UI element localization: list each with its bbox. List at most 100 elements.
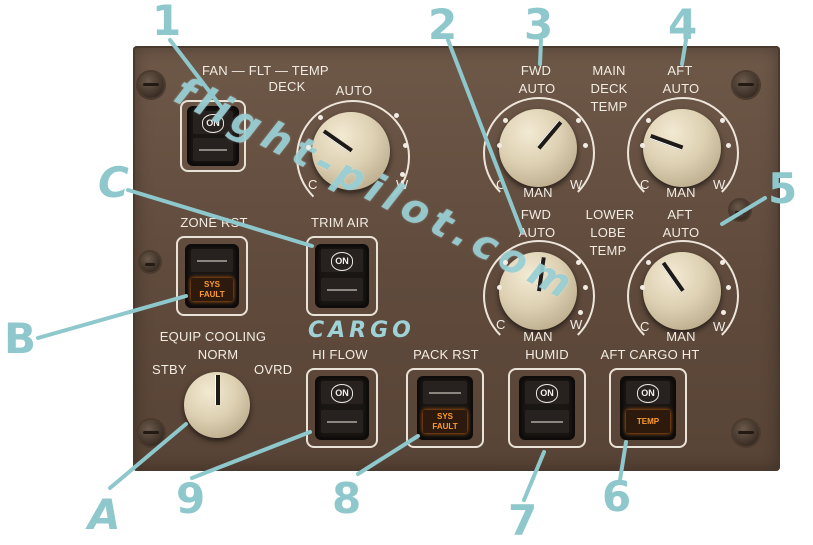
main-deck-deck-label: DECK [590,81,628,96]
scale-tick-dot [394,113,399,118]
scale-tick-dot [640,143,645,148]
flt-deck-temp-knob[interactable] [312,112,390,190]
main-deck-temp-label: TEMP [590,99,628,114]
main-deck-fwd-auto-label: AUTO [518,81,556,96]
trim-air-label: TRIM AIR [311,215,369,230]
main-aft-c-label: C [640,177,650,192]
main-deck-fwd-knob[interactable] [499,109,577,187]
annotation-b: B [4,314,37,363]
equip-cooling-selector-knob[interactable] [184,372,250,438]
main-deck-aft-knob[interactable] [643,109,721,187]
scale-tick-dot [726,143,731,148]
lower-lobe-aft-auto-label: AUTO [662,225,700,240]
equip-cooling-label: EQUIP COOLING [159,329,267,344]
scale-tick-dot [721,310,726,315]
lower-fwd-c-label: C [496,317,506,332]
lower-aft-man-label: MAN [666,329,696,344]
scale-tick-dot [578,310,583,315]
flt-deck-fan-switch[interactable]: ON [180,100,246,172]
lower-aft-scale-arc [627,240,739,352]
screw-top-left [138,72,164,98]
scale-tick-dot [646,260,651,265]
lower-lobe-aft-knob[interactable] [643,252,721,330]
scale-tick-dot [720,118,725,123]
humid-switch[interactable]: ON [508,368,586,448]
flt-deck-label: DECK [268,79,306,94]
main-fwd-w-label: W [570,177,583,192]
scale-tick-dot [583,285,588,290]
lower-lobe-fwd-label: FWD [520,207,552,222]
lower-fwd-w-label: W [570,317,583,332]
scale-tick-dot [306,145,311,150]
on-indicator: ON [331,252,353,271]
screw-mid-left [140,252,160,272]
annotation-4: 4 [668,0,698,49]
scale-tick-dot [497,143,502,148]
annotation-8: 8 [332,474,362,523]
scale-tick-dot [576,118,581,123]
scale-tick-dot [497,285,502,290]
annotation-7: 7 [508,496,538,545]
flt-deck-scale-arc [296,100,410,214]
scale-tick-dot [503,260,508,265]
aft-cargo-ht-switch[interactable]: ON TEMP [609,368,687,448]
main-fwd-c-label: C [496,177,506,192]
lower-fwd-scale-arc [483,240,595,352]
annotation-6: 6 [602,472,632,521]
main-fwd-man-label: MAN [523,185,553,200]
trim-air-switch[interactable]: ON [306,236,378,316]
scale-tick-dot [403,143,408,148]
aft-cargo-ht-temp-light: TEMP [626,410,670,433]
main-deck-main-label: MAIN [592,63,626,78]
scale-tick-dot [720,260,725,265]
on-indicator: ON [637,384,659,403]
main-fwd-scale-arc [483,97,595,209]
flt-deck-auto-label: AUTO [335,83,373,98]
equip-cooling-stby-label: STBY [152,362,187,377]
humid-label: HUMID [525,347,569,362]
main-deck-aft-auto-label: AUTO [662,81,700,96]
flt-deck-w-label: W [396,177,409,192]
lower-aft-c-label: C [640,319,650,334]
hi-flow-label: HI FLOW [312,347,368,362]
scale-tick-dot [400,172,405,177]
flt-deck-c-label: C [308,177,318,192]
pack-rst-label: PACK RST [413,347,479,362]
scale-tick-dot [576,260,581,265]
main-deck-fwd-label: FWD [520,63,552,78]
lower-lobe-fwd-knob[interactable] [499,252,577,330]
annotation-1: 1 [152,0,182,45]
annotation-5: 5 [768,164,798,213]
scale-tick-dot [640,285,645,290]
main-deck-aft-label: AFT [667,63,693,78]
annotation-9: 9 [176,474,206,523]
fan-flt-temp-label: FAN — FLT — TEMP [202,63,329,78]
screw-bottom-right [733,420,759,446]
scale-tick-dot [646,118,651,123]
screw-top-right [733,72,759,98]
hi-flow-switch[interactable]: ON [306,368,378,448]
lower-lobe-aft-label: AFT [667,207,693,222]
on-indicator: ON [202,114,224,133]
equip-cooling-norm-label: NORM [197,347,239,362]
lower-lobe-fwd-auto-label: AUTO [518,225,556,240]
scale-tick-dot [503,118,508,123]
lower-aft-w-label: W [713,319,726,334]
aft-cargo-ht-label: AFT CARGO HT [600,347,700,362]
scale-tick-dot [318,115,323,120]
screw-bottom-left [138,420,164,446]
on-indicator: ON [536,384,558,403]
main-aft-scale-arc [627,97,739,209]
lower-lobe-lower-label: LOWER [585,207,635,222]
on-indicator: ON [331,384,353,403]
lower-fwd-man-label: MAN [523,329,553,344]
lower-lobe-temp-label: TEMP [589,243,627,258]
annotation-2: 2 [428,0,458,49]
annotation-a: A [88,490,121,539]
annotation-c: C [98,158,129,207]
